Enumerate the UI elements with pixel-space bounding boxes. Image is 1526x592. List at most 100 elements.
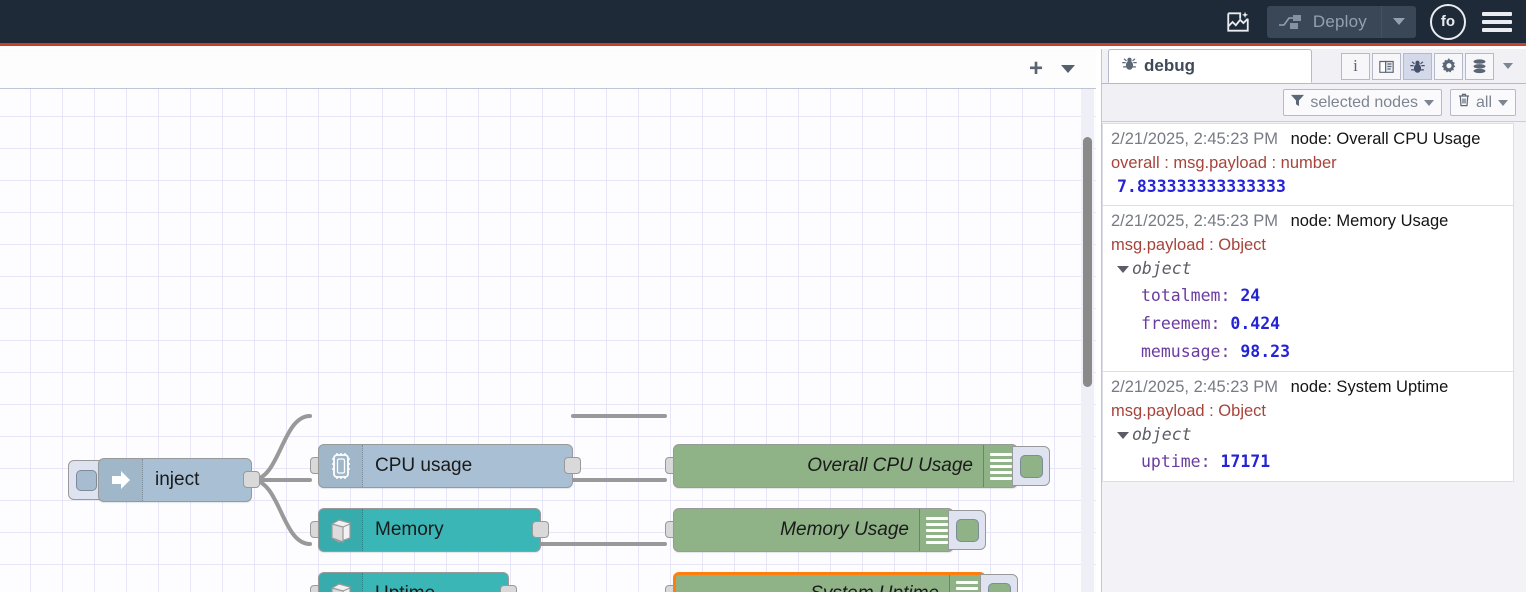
wire-inject-to-uptime xyxy=(250,478,312,546)
tab-debug[interactable]: debug xyxy=(1108,49,1312,83)
deploy-dropdown-caret-icon[interactable] xyxy=(1382,6,1416,38)
debug-message[interactable]: 2/21/2025, 2:45:23 PM node: System Uptim… xyxy=(1102,372,1514,482)
node-cpu-usage[interactable]: CPU usage xyxy=(310,444,581,488)
debug-message-timestamp: 2/21/2025, 2:45:23 PM xyxy=(1111,378,1278,396)
ai-assistant-icon[interactable] xyxy=(1221,5,1255,39)
avatar[interactable]: fo xyxy=(1430,3,1466,40)
debug-node-filter-button[interactable]: selected nodes xyxy=(1283,89,1442,116)
bug-icon xyxy=(1121,55,1138,77)
debug-property-value: 0.424 xyxy=(1230,314,1281,333)
node-system-uptime-label: System Uptime xyxy=(676,583,949,592)
debug-object-expander[interactable]: object xyxy=(1111,256,1505,282)
microchip-icon xyxy=(319,445,363,487)
debug-message-topic: msg.payload : Object xyxy=(1111,236,1266,254)
node-overall-cpu-usage-enable-toggle[interactable] xyxy=(1012,446,1050,486)
debug-message[interactable]: 2/21/2025, 2:45:23 PM node: Overall CPU … xyxy=(1102,123,1514,206)
hamburger-menu-icon[interactable] xyxy=(1482,9,1512,35)
debug-message-list[interactable]: 2/21/2025, 2:45:23 PM node: Overall CPU … xyxy=(1102,123,1526,592)
deploy-button[interactable]: Deploy xyxy=(1266,5,1416,38)
sidebar-tool-debug[interactable] xyxy=(1403,52,1432,80)
deploy-separator xyxy=(1381,5,1382,38)
node-overall-cpu-usage-label: Overall CPU Usage xyxy=(807,455,973,476)
sidebar-tool-help[interactable] xyxy=(1372,52,1401,80)
node-overall-cpu-usage[interactable]: Overall CPU Usage xyxy=(665,444,1050,488)
debug-message-header: 2/21/2025, 2:45:23 PM node: Overall CPU … xyxy=(1111,126,1505,152)
debug-property-value: 24 xyxy=(1240,286,1261,305)
debug-property-value: 17171 xyxy=(1220,452,1271,471)
node-memory-usage-body[interactable]: Memory Usage xyxy=(673,508,954,552)
node-uptime[interactable]: Uptime xyxy=(310,572,517,592)
debug-lines-icon xyxy=(919,509,953,551)
server-icon xyxy=(319,573,363,592)
debug-message-timestamp: 2/21/2025, 2:45:23 PM xyxy=(1111,130,1278,148)
node-overall-cpu-usage-body[interactable]: Overall CPU Usage xyxy=(673,444,1018,488)
debug-message-header: 2/21/2025, 2:45:23 PM node: Memory Usage xyxy=(1111,208,1505,234)
debug-node-filter-label: selected nodes xyxy=(1310,93,1418,111)
debug-message[interactable]: 2/21/2025, 2:45:23 PM node: Memory Usage… xyxy=(1102,206,1514,372)
debug-object-property: memusage: 98.23 xyxy=(1141,342,1291,361)
node-uptime-body[interactable]: Uptime xyxy=(318,572,509,592)
node-cpu-usage-body[interactable]: CPU usage xyxy=(318,444,573,488)
workspace: + xyxy=(0,49,1096,592)
deploy-icon xyxy=(1275,11,1305,33)
node-uptime-output-port[interactable] xyxy=(500,585,517,592)
app-header: Deploy fo xyxy=(0,0,1526,46)
deploy-label: Deploy xyxy=(1312,11,1367,31)
debug-message-timestamp: 2/21/2025, 2:45:23 PM xyxy=(1111,212,1278,230)
node-inject[interactable]: inject xyxy=(68,458,260,502)
sidebar-tools-overflow-caret-icon[interactable] xyxy=(1496,53,1520,80)
node-inject-body[interactable]: inject xyxy=(98,458,252,502)
flow-menu-caret-icon[interactable] xyxy=(1052,54,1084,84)
node-system-uptime[interactable]: System Uptime xyxy=(665,572,1018,592)
debug-object-property: freemem: 0.424 xyxy=(1141,314,1281,333)
node-cpu-usage-output-port[interactable] xyxy=(564,457,581,474)
debug-object-expander[interactable]: object xyxy=(1111,422,1505,448)
sidebar-tool-config[interactable] xyxy=(1434,52,1463,80)
debug-message-source-node[interactable]: node: Overall CPU Usage xyxy=(1290,130,1481,148)
debug-property-key: totalmem xyxy=(1141,286,1221,305)
flow-tab-bar: + xyxy=(0,49,1096,89)
node-system-uptime-enable-toggle[interactable] xyxy=(980,574,1018,592)
canvas-vertical-scrollbar[interactable] xyxy=(1083,137,1092,387)
debug-filter-bar: selected nodes all xyxy=(1102,84,1526,122)
chevron-down-icon xyxy=(1117,266,1129,273)
wire-inject-to-cpu xyxy=(250,414,312,482)
node-memory-output-port[interactable] xyxy=(532,521,549,538)
debug-message-source-node[interactable]: node: Memory Usage xyxy=(1290,212,1449,230)
debug-object-label: object xyxy=(1132,425,1192,444)
debug-message-topic: overall : msg.payload : number xyxy=(1111,154,1337,172)
debug-message-header: 2/21/2025, 2:45:23 PM node: System Uptim… xyxy=(1111,374,1505,400)
node-memory-body[interactable]: Memory xyxy=(318,508,541,552)
debug-clear-label: all xyxy=(1475,93,1492,111)
node-memory-usage-enable-toggle[interactable] xyxy=(948,510,986,550)
inject-arrow-icon xyxy=(99,459,143,501)
add-flow-button[interactable]: + xyxy=(1028,54,1043,82)
sidebar-tool-buttons: i xyxy=(1341,49,1526,83)
debug-lines-icon xyxy=(949,575,983,592)
node-memory-usage[interactable]: Memory Usage xyxy=(665,508,986,552)
debug-message-value: 7.833333333333333 xyxy=(1117,177,1286,196)
node-uptime-label: Uptime xyxy=(363,583,508,592)
node-memory[interactable]: Memory xyxy=(310,508,549,552)
node-inject-output-port[interactable] xyxy=(243,471,260,488)
debug-object-property: totalmem: 24 xyxy=(1141,286,1261,305)
debug-property-key: memusage xyxy=(1141,342,1221,361)
debug-message-source-node[interactable]: node: System Uptime xyxy=(1290,378,1449,396)
sidebar-tool-info[interactable]: i xyxy=(1341,52,1370,80)
node-system-uptime-body[interactable]: System Uptime xyxy=(673,572,986,592)
debug-message-topic: msg.payload : Object xyxy=(1111,402,1266,420)
node-inject-label: inject xyxy=(155,469,200,490)
sidebar-tab-bar: debug i xyxy=(1102,49,1526,84)
node-memory-label: Memory xyxy=(375,519,444,540)
sidebar-tool-context[interactable] xyxy=(1465,52,1494,80)
sidebar: debug i xyxy=(1101,49,1526,592)
filter-icon xyxy=(1291,94,1305,112)
flow-canvas[interactable]: inject CPU usage xyxy=(0,89,1096,592)
debug-clear-button[interactable]: all xyxy=(1449,89,1516,116)
avatar-initials: fo xyxy=(1440,13,1456,30)
trash-icon xyxy=(1458,93,1470,112)
debug-property-value: 98.23 xyxy=(1240,342,1291,361)
debug-object-property: uptime: 17171 xyxy=(1141,452,1271,471)
debug-object-label: object xyxy=(1132,259,1192,278)
